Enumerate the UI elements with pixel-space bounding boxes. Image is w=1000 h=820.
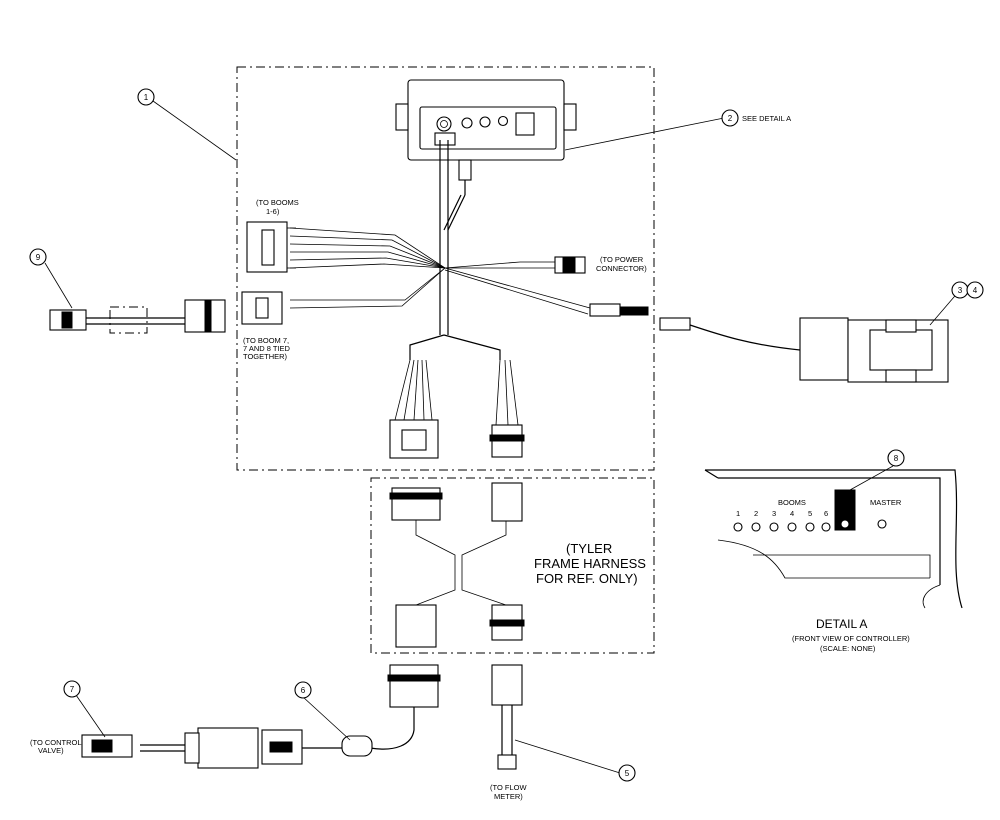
detail-a-title: DETAIL A <box>816 617 867 631</box>
boom-led-5 <box>805 522 815 532</box>
boom-7-connector <box>241 291 283 325</box>
item-5-harness <box>491 664 523 770</box>
boom-led-1 <box>733 522 743 532</box>
boom-num-3: 3 <box>772 509 776 518</box>
main-trunk-wires <box>289 140 591 426</box>
callout-5: 5 <box>618 764 636 782</box>
callout-2: 2 SEE DETAIL A <box>721 109 791 127</box>
label-to-flow-1: (TO FLOW <box>490 783 527 792</box>
label-tyler-2: FRAME HARNESS <box>534 556 646 571</box>
detail-a-scale: (SCALE: NONE) <box>820 644 876 653</box>
frame-harness-boundary <box>370 477 655 654</box>
boom-led-3 <box>769 522 779 532</box>
boom-num-2: 2 <box>754 509 758 518</box>
callout-6: 6 <box>294 681 312 699</box>
label-to-booms-1: (TO BOOMS <box>256 198 299 207</box>
boom-led-4 <box>787 522 797 532</box>
label-to-control-1: (TO CONTROL <box>30 738 82 747</box>
main-lower-connector-left <box>389 419 439 459</box>
svg-text:8: 8 <box>894 454 899 463</box>
svg-text:3: 3 <box>958 286 963 295</box>
callout-7: 7 <box>63 680 81 698</box>
svg-text:5: 5 <box>625 769 630 778</box>
label-to-flow-2: METER) <box>494 792 523 801</box>
svg-text:2: 2 <box>728 114 733 123</box>
label-to-boom7-2: 7 AND 8 TIED <box>243 344 291 353</box>
callout-1: 1 <box>137 88 155 106</box>
label-to-power-1: (TO POWER <box>600 255 644 264</box>
label-to-control-2: VALVE) <box>38 746 64 755</box>
master-led <box>877 519 887 529</box>
boom-num-1: 1 <box>736 509 740 518</box>
callout-8: 8 <box>887 449 905 467</box>
label-tyler-3: FOR REF. ONLY) <box>536 571 638 586</box>
boom-num-4: 4 <box>790 509 794 518</box>
label-to-booms-2: 1-6) <box>266 207 280 216</box>
label-to-boom7-1: (TO BOOM 7, <box>243 336 289 345</box>
svg-text:4: 4 <box>973 286 978 295</box>
controller-unit <box>395 79 577 161</box>
item-6-harness <box>261 664 441 765</box>
item-7-harness <box>81 727 259 769</box>
svg-text:9: 9 <box>36 253 41 262</box>
main-lower-connector-right <box>489 424 525 458</box>
label-to-power-2: CONNECTOR) <box>596 264 647 273</box>
callout-3-4: 3 4 <box>951 281 984 299</box>
main-harness-boundary <box>236 66 655 471</box>
boom-led-6 <box>821 522 831 532</box>
detail-a-subtitle: (FRONT VIEW OF CONTROLLER) <box>792 634 910 643</box>
label-to-boom7-3: TOGETHER) <box>243 352 288 361</box>
detail-master-label: MASTER <box>870 498 902 507</box>
svg-text:1: 1 <box>144 93 149 102</box>
sensor-unit <box>799 317 949 383</box>
boom-num-6: 6 <box>824 509 828 518</box>
boom-num-5: 5 <box>808 509 812 518</box>
power-connector <box>554 256 586 274</box>
svg-text:7: 7 <box>70 685 75 694</box>
frame-harness <box>389 482 525 648</box>
label-tyler-1: (TYLER <box>566 541 612 556</box>
booms-1-6-connector <box>246 221 296 273</box>
detail-booms-label: BOOMS <box>778 498 806 507</box>
svg-text:SEE DETAIL A: SEE DETAIL A <box>742 114 791 123</box>
svg-text:6: 6 <box>301 686 306 695</box>
diode-jumper <box>49 299 226 334</box>
callout-9: 9 <box>29 248 47 266</box>
sensor-cable <box>589 303 801 351</box>
detail-a-view: BOOMS MASTER 1 2 3 4 5 6 DETAIL A (FRONT… <box>704 469 963 653</box>
boom-led-2 <box>751 522 761 532</box>
